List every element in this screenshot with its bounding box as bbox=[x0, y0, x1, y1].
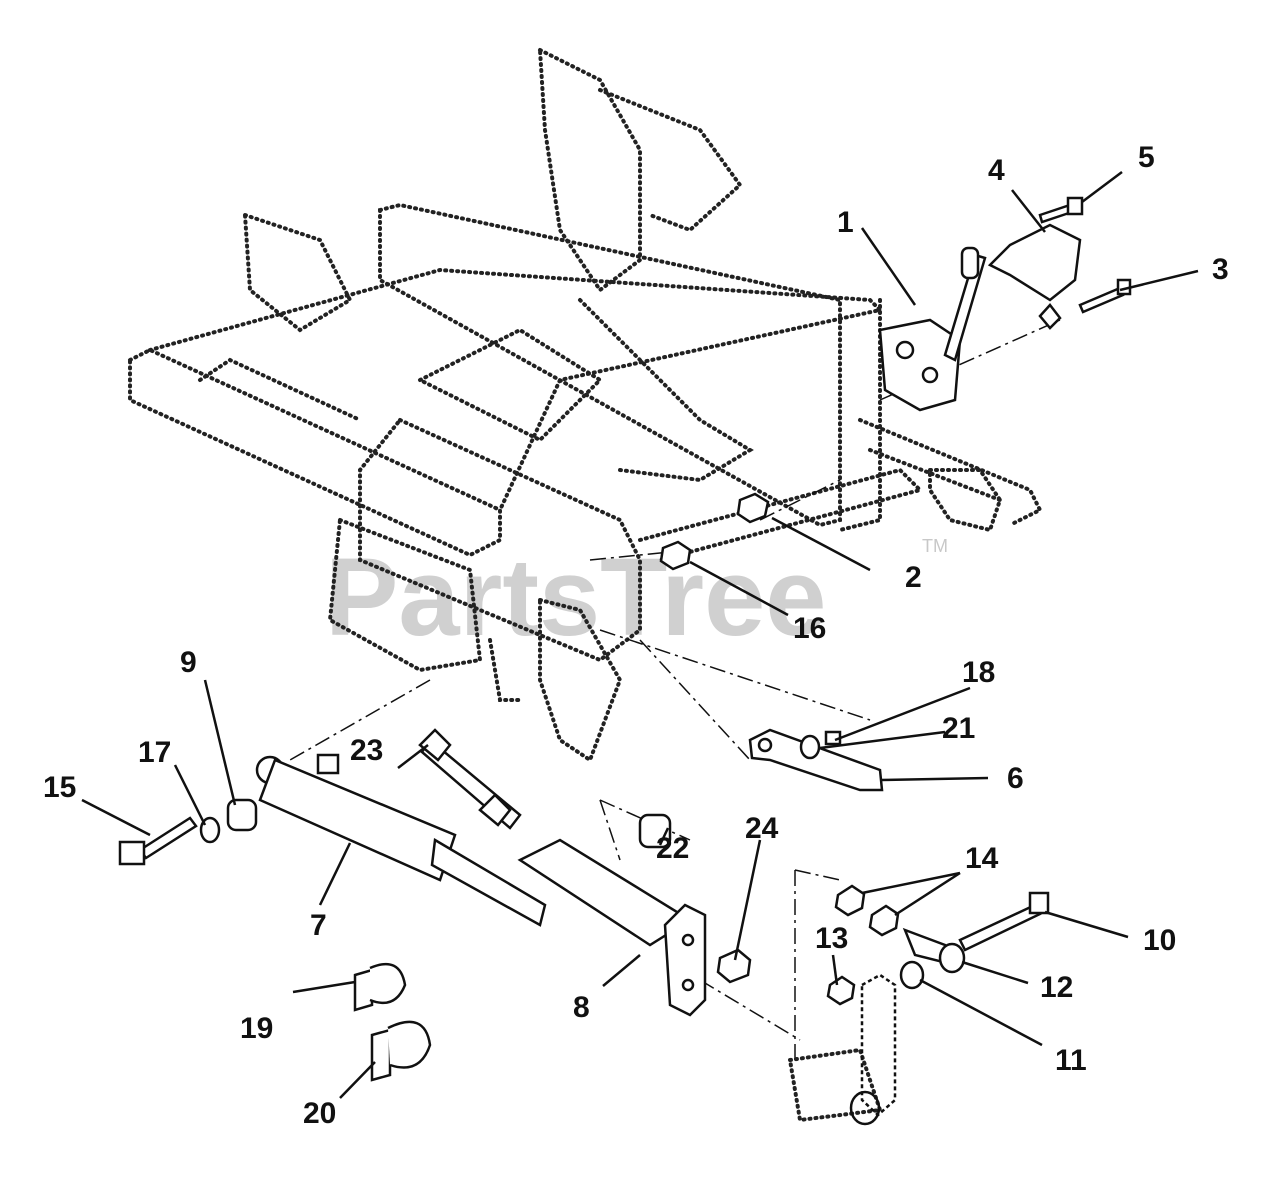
callout-5: 5 bbox=[1138, 141, 1155, 174]
part-rod-23 bbox=[418, 728, 522, 830]
callout-18: 18 bbox=[962, 656, 995, 689]
part-washer-11 bbox=[899, 960, 925, 990]
part-bolt-15 bbox=[118, 816, 198, 866]
part-lever-bracket bbox=[787, 973, 897, 1126]
part-cylinder-7 bbox=[255, 753, 547, 927]
callout-16: 16 bbox=[793, 612, 826, 645]
callout-13: 13 bbox=[815, 922, 848, 955]
assembly-lines bbox=[289, 319, 1061, 1060]
callout-8: 8 bbox=[573, 991, 590, 1024]
watermark-trademark: TM bbox=[922, 536, 948, 556]
callout-1: 1 bbox=[837, 206, 854, 239]
callout-20: 20 bbox=[303, 1097, 336, 1130]
part-nut-13 bbox=[826, 975, 856, 1006]
leader-lines bbox=[81, 171, 1199, 1099]
callout-10: 10 bbox=[1143, 924, 1176, 957]
callout-11: 11 bbox=[1055, 1044, 1087, 1077]
part-clip-19 bbox=[353, 962, 407, 1012]
callout-4: 4 bbox=[988, 154, 1005, 187]
part-plate-8 bbox=[517, 838, 707, 1017]
callout-3: 3 bbox=[1212, 253, 1229, 286]
callout-2: 2 bbox=[905, 561, 922, 594]
part-washer-21 bbox=[799, 734, 821, 760]
callout-7: 7 bbox=[310, 909, 327, 942]
callout-22: 22 bbox=[656, 832, 689, 865]
callout-19: 19 bbox=[240, 1012, 273, 1045]
callout-14: 14 bbox=[965, 842, 999, 875]
part-bracket bbox=[987, 223, 1082, 330]
callout-labels: 1 2 3 4 5 6 7 8 9 10 11 12 13 14 15 16 1… bbox=[43, 141, 1229, 1130]
callout-24: 24 bbox=[745, 812, 779, 845]
watermark-text: PartsTree bbox=[325, 536, 826, 659]
callout-17: 17 bbox=[138, 736, 171, 769]
part-spacer-9 bbox=[226, 798, 258, 832]
part-clip-20 bbox=[370, 1020, 432, 1082]
callout-12: 12 bbox=[1040, 971, 1073, 1004]
part-nut-24 bbox=[716, 948, 752, 984]
callout-15: 15 bbox=[43, 771, 76, 804]
callout-23: 23 bbox=[350, 734, 383, 767]
part-bolt-5 bbox=[1038, 196, 1084, 224]
part-nut-2 bbox=[736, 492, 770, 524]
part-bolt-10 bbox=[958, 891, 1050, 952]
part-nut-16 bbox=[659, 540, 692, 571]
part-bolt-3 bbox=[1078, 278, 1132, 314]
part-arm-6 bbox=[748, 728, 884, 792]
part-valve bbox=[878, 246, 987, 412]
callout-21: 21 bbox=[942, 712, 975, 745]
callout-6: 6 bbox=[1007, 762, 1024, 795]
tractor-frame bbox=[128, 46, 1043, 764]
part-rod-end-12 bbox=[902, 927, 966, 974]
callout-9: 9 bbox=[180, 646, 197, 679]
part-nuts-14 bbox=[834, 884, 900, 937]
